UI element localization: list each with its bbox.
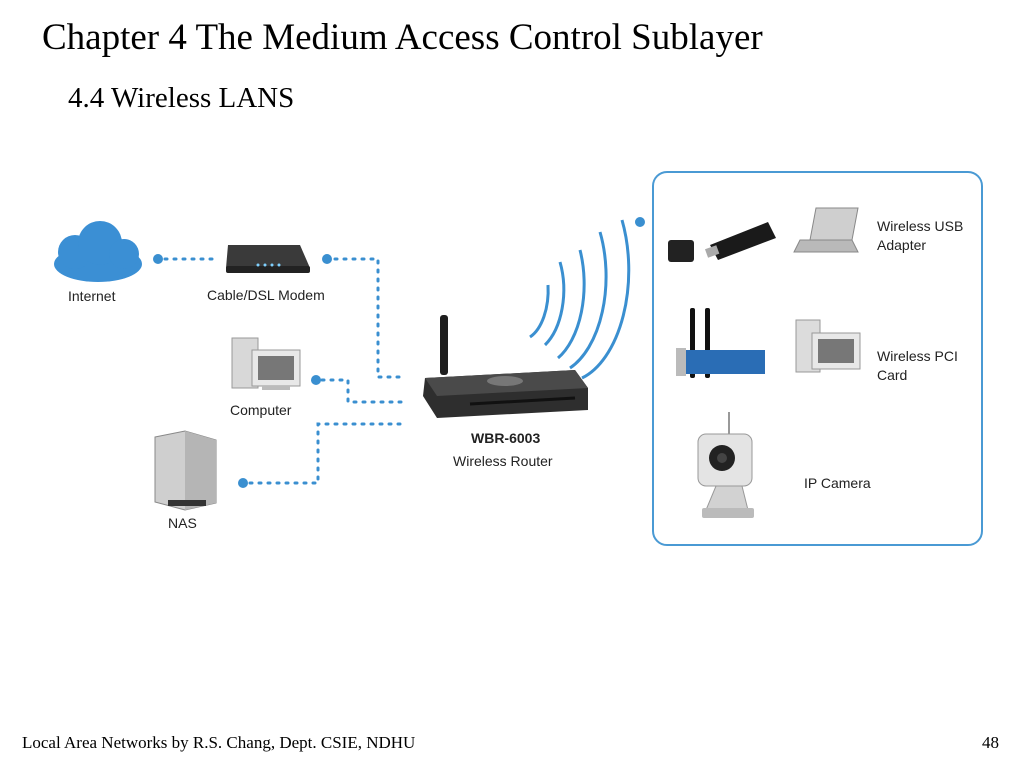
router-name-label: Wireless Router [453, 453, 553, 469]
computer-icon [231, 337, 301, 390]
ip-camera-icon [697, 412, 754, 518]
nas-icon [154, 430, 217, 511]
link-dot [153, 254, 163, 264]
computer-label: Computer [230, 402, 292, 418]
desktop-icon [795, 319, 861, 373]
link-dot [238, 478, 248, 488]
pci-card-icon [676, 308, 765, 378]
link-dot [311, 375, 321, 385]
router-icon [423, 315, 588, 418]
usb-adapter-icon [668, 222, 776, 262]
modem-icon [226, 245, 310, 273]
dotted-links [163, 257, 407, 485]
pci-label-line2: Card [877, 367, 907, 383]
slide-subtitle: 4.4 Wireless LANS [68, 82, 295, 114]
router-model-label: WBR-6003 [471, 430, 540, 446]
modem-label: Cable/DSL Modem [207, 287, 325, 303]
footer-credit: Local Area Networks by R.S. Chang, Dept.… [22, 733, 416, 752]
link-computer-router [320, 378, 407, 404]
camera-label: IP Camera [804, 475, 871, 491]
usb-label-line1: Wireless USB [877, 218, 963, 234]
usb-label-line2: Adapter [877, 237, 926, 253]
internet-label: Internet [68, 288, 116, 304]
link-nas-router [248, 422, 407, 485]
link-dot [635, 217, 645, 227]
link-modem-router [333, 257, 407, 379]
cloud-icon [54, 221, 142, 282]
wireless-signal-icon [529, 219, 631, 380]
link-dot [322, 254, 332, 264]
page-number: 48 [982, 733, 999, 752]
laptop-icon [793, 207, 859, 253]
pci-label-line1: Wireless PCI [877, 348, 958, 364]
slide-title: Chapter 4 The Medium Access Control Subl… [42, 17, 763, 58]
network-diagram: Internet Cable/DSL Modem Computer NAS WB… [54, 171, 983, 546]
nas-label: NAS [168, 515, 197, 531]
